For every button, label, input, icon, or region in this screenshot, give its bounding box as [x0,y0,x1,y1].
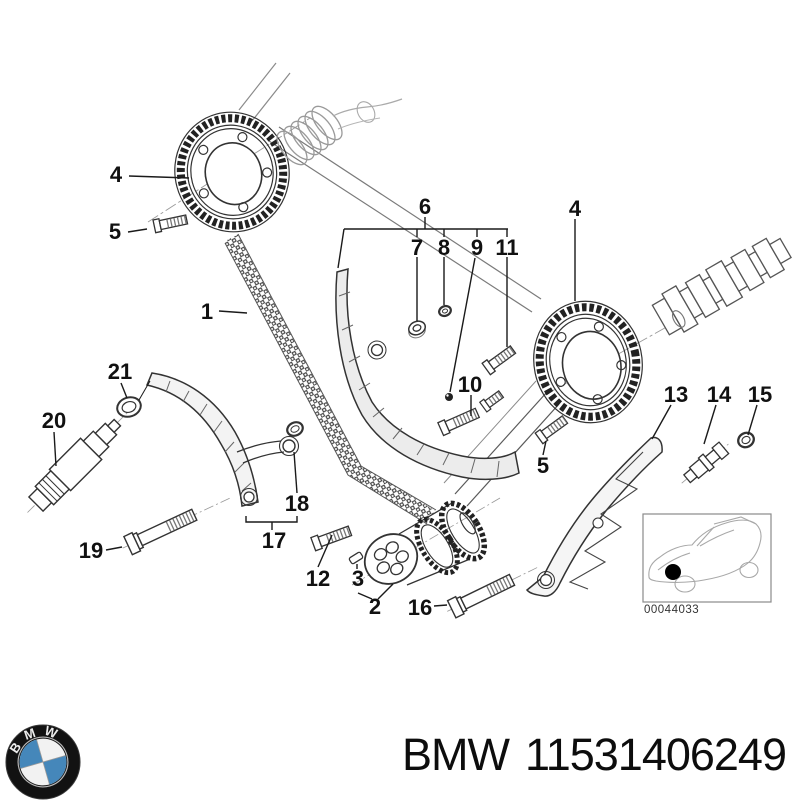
callout-7: 7 [411,235,423,260]
callout-9: 9 [471,235,483,260]
callout-4-right: 4 [569,196,582,221]
callout-5-left: 5 [109,219,121,244]
camshaft [651,237,792,336]
callout-6: 6 [419,194,431,219]
callout-13: 13 [664,382,688,407]
diagram-image-code: 00044033 [644,604,699,616]
callout-16: 16 [408,595,432,620]
bolt-19 [122,497,230,556]
guide-rail-lower [525,436,663,597]
callout-5-right: 5 [537,453,549,478]
bmw-logo: BMW [2,716,82,800]
callout-3: 3 [352,566,364,591]
oil-valve-14 [681,441,731,484]
callout-15: 15 [748,382,772,407]
centerline-left-sprocket [147,117,311,223]
logo-blue-quadrant-tl [19,739,43,769]
camshaft-sprocket-left [174,111,290,233]
o-ring-8 [438,304,452,318]
bolt-11 [481,345,517,376]
callout-8: 8 [438,235,450,260]
brand-text: BMW [402,729,510,780]
o-ring-21 [116,396,142,418]
bolt-short [478,390,505,413]
location-dot [665,564,681,580]
part-number-line: BMW 11531406249 [402,729,787,781]
nut-9 [445,393,453,401]
bolt-10 [437,407,481,437]
callout-20: 20 [42,408,66,433]
car-inset: 00044033 [642,513,772,616]
bolt-5-right [534,415,569,445]
callout-10: 10 [458,372,482,397]
callout-14: 14 [707,382,732,407]
guide-rail-upper [335,267,520,481]
tensioner-rail-left [145,372,304,507]
chain-tensioner [27,411,129,513]
logo-blue-quadrant-br [42,755,67,785]
vanos-spring [276,98,403,166]
callout-4-left: 4 [110,162,123,187]
bolt-16 [446,567,538,619]
o-ring-15 [737,431,755,449]
callout-12: 12 [306,566,330,591]
callout-17: 17 [262,528,286,553]
o-ring-18 [286,421,304,437]
washer-7 [408,320,426,339]
callout-19: 19 [79,538,103,563]
part-number: 11531406249 [525,729,787,780]
callout-18: 18 [285,491,309,516]
callout-21: 21 [108,359,132,384]
callout-2: 2 [369,594,381,619]
callout-11: 11 [495,235,518,260]
camshaft-sprocket-right [533,300,643,424]
dowel-3 [348,551,364,565]
oil-pump-assembly [351,497,501,586]
callout-1: 1 [201,299,213,324]
car-outline [648,516,762,593]
bolt-5-left [152,214,189,234]
leader-lines [53,175,758,607]
